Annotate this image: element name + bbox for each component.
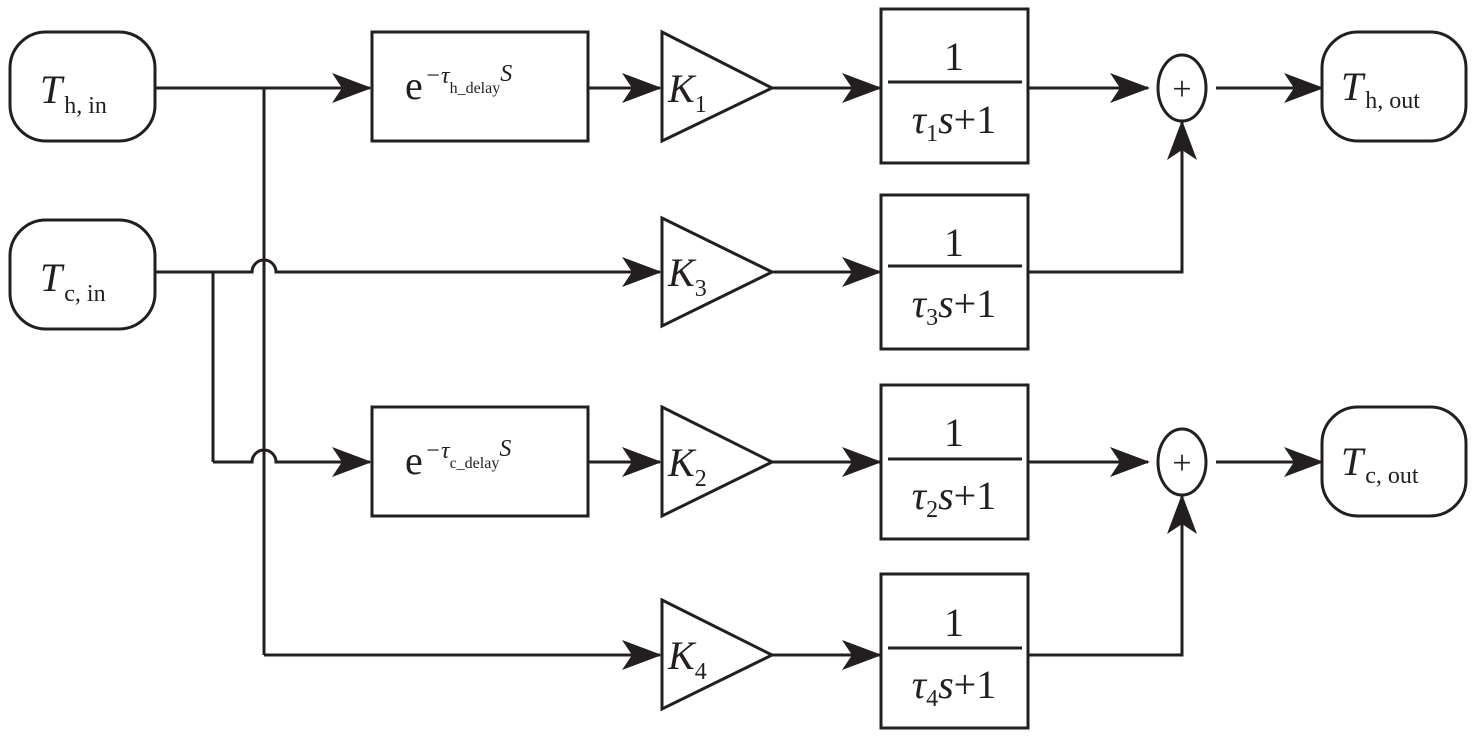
gain-sub: 3 bbox=[695, 276, 707, 302]
symbol-main: T bbox=[40, 67, 65, 112]
tf-numerator: 1 bbox=[944, 410, 964, 455]
tf-tau: τ bbox=[912, 473, 928, 518]
delay-block-h: e−τh_delayS bbox=[370, 30, 590, 143]
svg-text:K2: K2 bbox=[667, 440, 707, 492]
symbol-main: T bbox=[1341, 439, 1366, 484]
symbol-sub: h, in bbox=[64, 93, 107, 119]
delay-exp-prefix: −τ bbox=[425, 438, 451, 464]
svg-text:K4: K4 bbox=[667, 633, 707, 685]
svg-text:K1: K1 bbox=[667, 66, 707, 118]
svg-text:Th, in: Th, in bbox=[40, 67, 107, 119]
svg-text:K3: K3 bbox=[667, 250, 707, 302]
tf-rest: +1 bbox=[954, 473, 997, 518]
tf-tau-sub: 4 bbox=[926, 686, 938, 712]
gain-sub: 2 bbox=[695, 466, 707, 492]
symbol-sub: h, out bbox=[1365, 88, 1420, 114]
summer-plus: + bbox=[1172, 71, 1191, 108]
tf-tau-sub: 1 bbox=[926, 121, 938, 147]
symbol-sub: c, in bbox=[64, 281, 105, 307]
tf-tau: τ bbox=[912, 97, 928, 142]
svg-text:Tc, out: Tc, out bbox=[1341, 439, 1419, 489]
tf-rest: +1 bbox=[954, 281, 997, 326]
delay-exp-suffix: S bbox=[499, 436, 511, 462]
tf-var: s bbox=[938, 473, 954, 518]
svg-text:Th, out: Th, out bbox=[1341, 64, 1420, 114]
svg-text:Tc, in: Tc, in bbox=[40, 255, 106, 307]
tf-numerator: 1 bbox=[944, 34, 964, 79]
svg-text:τ3s+1: τ3s+1 bbox=[912, 281, 996, 331]
connections bbox=[155, 73, 1324, 670]
tf-var: s bbox=[938, 662, 954, 707]
tf-block-2: 1 τ2s+1 bbox=[879, 383, 1030, 541]
tf-numerator: 1 bbox=[944, 220, 964, 265]
delay-block-c: e−τc_delayS bbox=[370, 405, 590, 518]
input-node-tc-in: Tc, in bbox=[8, 218, 157, 331]
wire-tcin-to-k3 bbox=[155, 257, 662, 287]
delay-base: e bbox=[405, 438, 423, 483]
gain-sub: 1 bbox=[695, 92, 707, 118]
output-node-tc-out: Tc, out bbox=[1320, 405, 1468, 518]
svg-text:τ1s+1: τ1s+1 bbox=[912, 97, 996, 147]
tf-tau: τ bbox=[912, 662, 928, 707]
svg-text:τ4s+1: τ4s+1 bbox=[912, 662, 996, 712]
summer-plus: + bbox=[1172, 445, 1191, 482]
wire-tf4-to-sum-c bbox=[1028, 494, 1197, 657]
gain-k2: K2 bbox=[660, 404, 776, 519]
tf-block-4: 1 τ4s+1 bbox=[879, 572, 1030, 730]
gain-sub: 4 bbox=[695, 659, 707, 685]
tf-rest: +1 bbox=[954, 97, 997, 142]
gain-symbol: K bbox=[667, 66, 697, 111]
gain-k3: K3 bbox=[660, 215, 776, 329]
tf-numerator: 1 bbox=[944, 600, 964, 645]
output-node-th-out: Th, out bbox=[1320, 30, 1468, 143]
svg-text:e−τh_delayS: e−τh_delayS bbox=[405, 61, 512, 108]
summer-h: + bbox=[1156, 53, 1208, 123]
delay-exp-sub: h_delay bbox=[450, 80, 501, 97]
tf-var: s bbox=[938, 97, 954, 142]
summer-c: + bbox=[1156, 427, 1208, 497]
input-node-th-in: Th, in bbox=[8, 30, 157, 143]
delay-exp-prefix: −τ bbox=[425, 63, 451, 89]
wire-tcin-to-delay-c bbox=[213, 447, 372, 477]
gain-symbol: K bbox=[667, 633, 697, 678]
symbol-sub: c, out bbox=[1365, 463, 1419, 489]
wire-tf3-to-sum-h bbox=[1028, 120, 1197, 274]
delay-exp-suffix: S bbox=[500, 61, 512, 87]
gain-symbol: K bbox=[667, 250, 697, 295]
gain-k1: K1 bbox=[660, 29, 776, 144]
tf-tau: τ bbox=[912, 281, 928, 326]
symbol-main: T bbox=[40, 255, 65, 300]
tf-tau-sub: 3 bbox=[926, 305, 938, 331]
tf-block-3: 1 τ3s+1 bbox=[879, 193, 1030, 351]
delay-exp-sub: c_delay bbox=[450, 455, 500, 472]
delay-base: e bbox=[405, 63, 423, 108]
gain-symbol: K bbox=[667, 440, 697, 485]
tf-rest: +1 bbox=[954, 662, 997, 707]
svg-text:τ2s+1: τ2s+1 bbox=[912, 473, 996, 523]
symbol-main: T bbox=[1341, 64, 1366, 109]
svg-text:e−τc_delayS: e−τc_delayS bbox=[405, 436, 511, 483]
tf-tau-sub: 2 bbox=[926, 497, 938, 523]
tf-var: s bbox=[938, 281, 954, 326]
gain-k4: K4 bbox=[660, 597, 776, 712]
tf-block-1: 1 τ1s+1 bbox=[879, 7, 1030, 165]
